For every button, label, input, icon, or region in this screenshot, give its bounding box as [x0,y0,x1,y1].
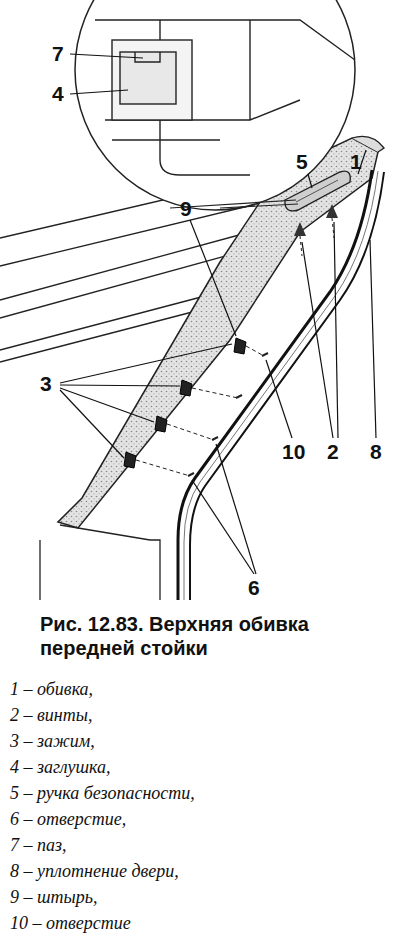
callout-number: 6 [248,576,260,599]
callout-number: 2 [327,440,339,463]
figure-caption: Рис. 12.83. Верхняя обивка передней стой… [40,612,370,660]
legend-key-line: 7 – паз, [10,836,67,856]
legend-key-line: 4 – заглушка, [10,758,110,778]
legend-key-line: 3 – зажим, [10,732,95,752]
legend-key-line: 10 – отверстие [10,914,131,934]
legend-key-line: 9 – штырь, [10,888,97,908]
legend-key-line: 2 – винты, [10,706,92,726]
callout-number: 5 [296,150,308,173]
callout-number: 7 [52,42,64,65]
legend-key-line: 8 – уплотнение двери, [10,862,179,882]
callout-number: 4 [52,82,64,105]
callout-number: 8 [370,440,382,463]
callout-number: 9 [180,197,192,220]
callout-number: 3 [40,372,52,395]
legend-key-line: 5 – ручка безопасности, [10,784,195,804]
callout-number: 10 [282,440,305,463]
legend-key-line: 6 – отверстие, [10,810,126,830]
callout-number: 1 [350,150,362,173]
legend-key-line: 1 – обивка, [10,680,93,700]
